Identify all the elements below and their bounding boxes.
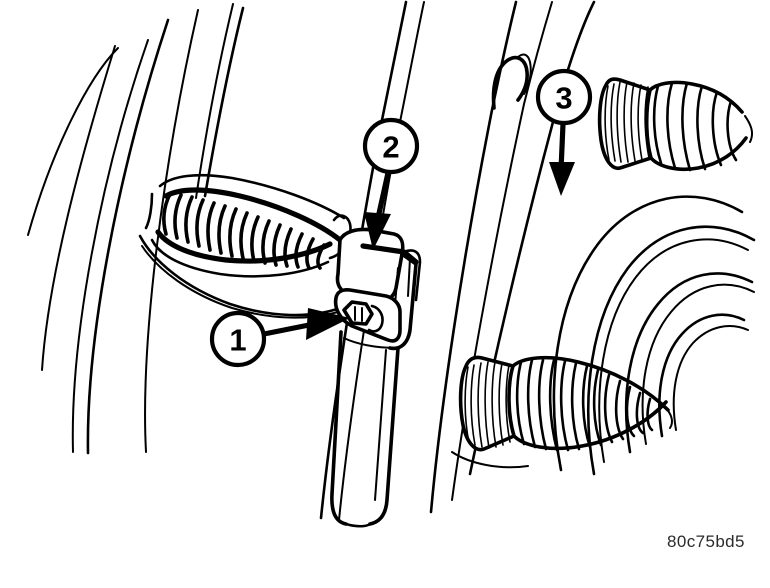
figure-caption: 80c75bd5 [667,532,745,551]
callout-2[interactable]: 2 [362,117,420,175]
callout-1-circle[interactable] [209,310,267,368]
lower-return-arm [138,192,342,319]
strut-body [330,330,400,528]
callout-3-number: 3 [555,81,572,116]
callout-1-arrow [261,308,350,340]
retainer-hook-tab [491,53,532,110]
lower-wheel-stud [451,355,673,469]
callout-3[interactable]: 3 [535,68,593,126]
wheel-hub-flange [552,195,756,476]
callout-3-arrow [549,121,575,196]
hex-head-bolt [333,288,402,343]
callout-1-number: 1 [229,323,246,358]
callout-3-circle[interactable] [535,68,593,126]
callout-1[interactable]: 1 [209,310,267,368]
upper-wheel-stud [597,77,754,172]
tire-sidewall-lines [27,3,245,455]
callout-2-number: 2 [382,130,399,165]
ribbed-hose-grip [150,173,352,278]
callout-2-arrow [364,170,391,250]
callout-2-circle[interactable] [362,117,420,175]
